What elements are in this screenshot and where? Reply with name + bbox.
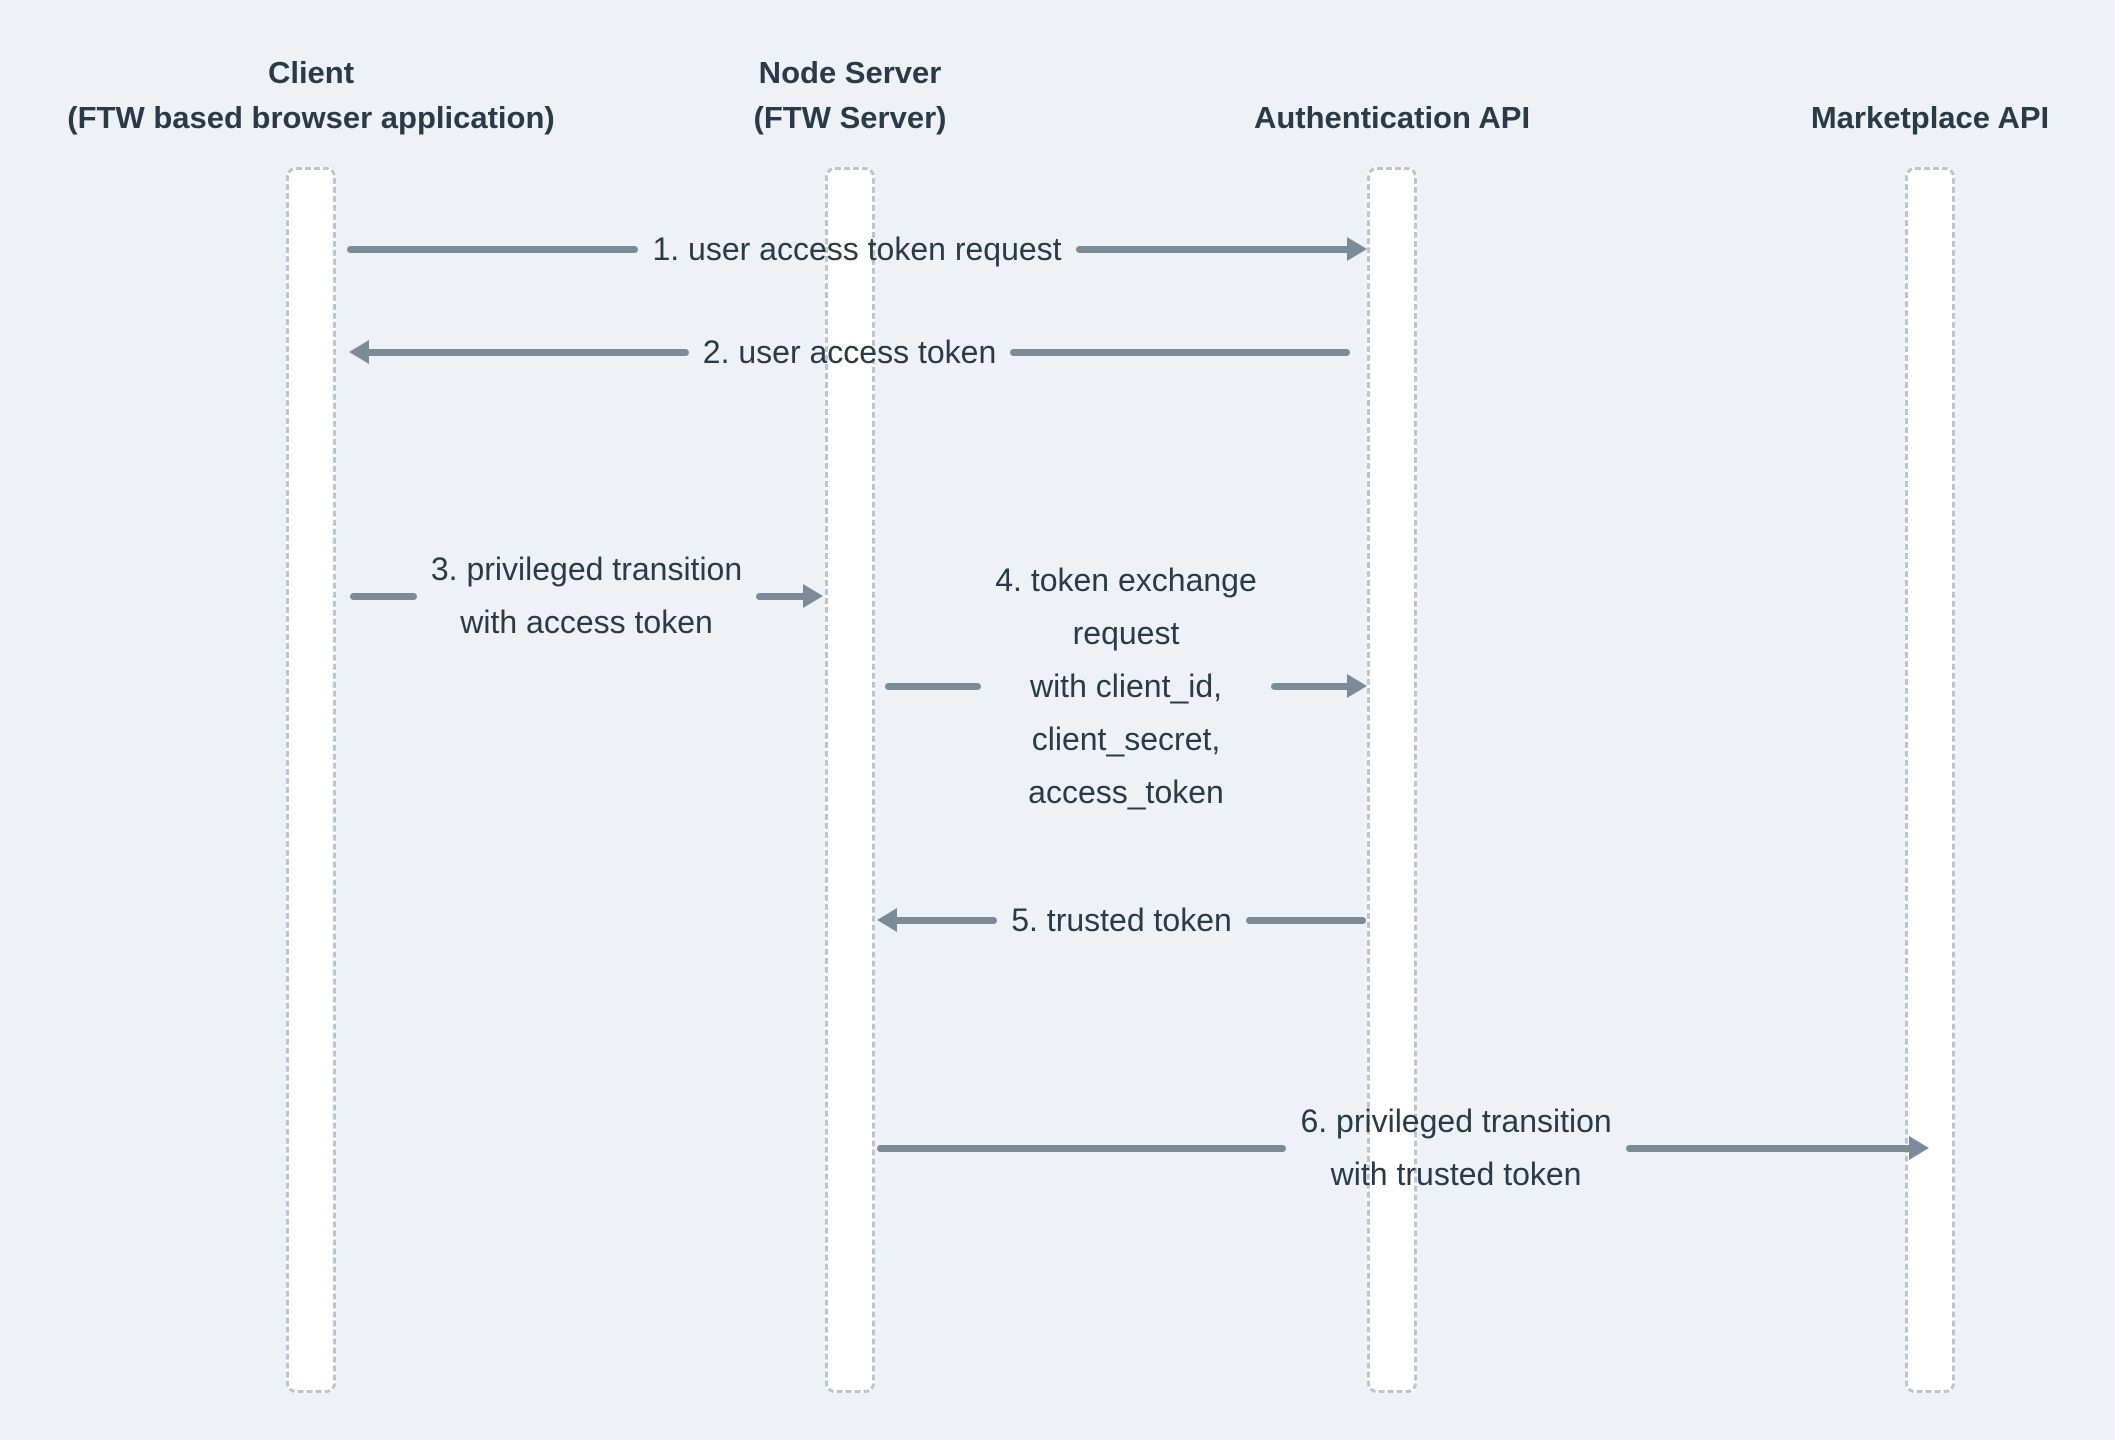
- message-label: 1. user access token request: [652, 230, 1062, 267]
- message-label: 5. trusted token: [1011, 901, 1232, 938]
- actor-header-authentication-api: Authentication API: [1254, 46, 1530, 140]
- message-line: [1075, 237, 1368, 261]
- message-label: 2. user access token: [702, 333, 997, 370]
- actor-name: Node Server: [758, 55, 942, 90]
- arrowhead-left-icon: [349, 340, 369, 364]
- actor-name: Client: [267, 55, 355, 90]
- message-line: [1010, 348, 1351, 356]
- actor-header-node-server: Node Server (FTW Server): [754, 46, 947, 140]
- message-line: [877, 1144, 1287, 1152]
- lifeline-authentication-api: [1367, 167, 1417, 1393]
- arrowhead-right-icon: [803, 584, 823, 608]
- message-label: 4. token exchange request with client_id…: [995, 561, 1257, 810]
- actor-name: Marketplace API: [1810, 100, 2050, 135]
- message-label: 6. privileged transition with trusted to…: [1300, 1103, 1612, 1192]
- arrowhead-right-icon: [1909, 1136, 1929, 1160]
- arrowhead-left-icon: [877, 908, 897, 932]
- message-line: [877, 908, 998, 932]
- message-line: [1245, 916, 1367, 924]
- message-line: [350, 592, 417, 600]
- actor-name: Authentication API: [1253, 100, 1531, 135]
- message-line: [885, 682, 982, 690]
- lifeline-client: [286, 167, 336, 1393]
- message-label: 3. privileged transition with access tok…: [430, 551, 743, 640]
- actor-subtitle: (FTW Server): [753, 100, 947, 135]
- actor-subtitle: (FTW based browser application): [67, 100, 555, 135]
- actor-header-client: Client (FTW based browser application): [67, 46, 554, 140]
- message-line: [1270, 674, 1367, 698]
- lifeline-node-server: [825, 167, 875, 1393]
- message-line: [756, 584, 823, 608]
- arrowhead-right-icon: [1347, 237, 1368, 261]
- message-line: [1625, 1136, 1929, 1160]
- message-line: [349, 340, 689, 364]
- actor-header-marketplace-api: Marketplace API: [1811, 46, 2049, 140]
- message-line: [347, 245, 639, 253]
- arrowhead-right-icon: [1347, 674, 1367, 698]
- lifeline-marketplace-api: [1905, 167, 1955, 1393]
